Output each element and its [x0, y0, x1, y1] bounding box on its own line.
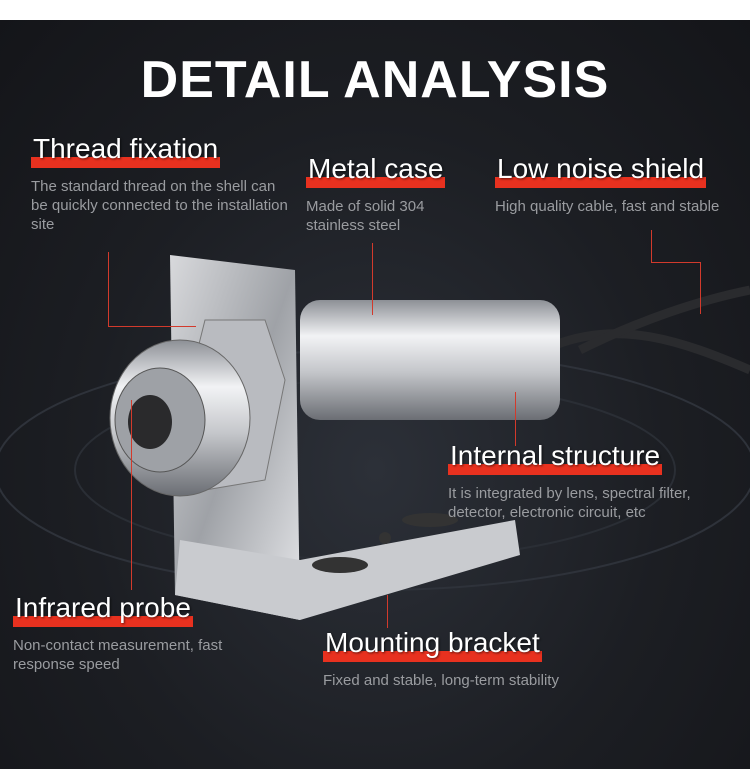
feature-mounting-bracket: Mounting bracket Fixed and stable, long-… [323, 627, 643, 690]
feature-title: Thread fixation [31, 133, 221, 168]
feature-title: Metal case [306, 153, 446, 188]
feature-desc: Fixed and stable, long-term stability [323, 672, 559, 689]
callout-line [108, 326, 196, 327]
feature-desc: High quality cable, fast and stable [495, 198, 720, 215]
callout-line [700, 262, 701, 314]
feature-low-noise-shield: Low noise shield High quality cable, fas… [495, 153, 720, 216]
callout-line [515, 392, 516, 446]
callout-line [651, 230, 652, 263]
metal-case [300, 300, 560, 420]
feature-thread-fixation: Thread fixation The standard thread on t… [31, 133, 296, 234]
feature-infrared-probe: Infrared probe Non-contact measurement, … [13, 592, 278, 674]
feature-title: Infrared probe [13, 592, 193, 627]
feature-title: Internal structure [448, 440, 663, 475]
callout-line [387, 595, 388, 628]
callout-line [372, 243, 373, 315]
feature-title: Low noise shield [495, 153, 707, 188]
page-title: DETAIL ANALYSIS [140, 51, 610, 109]
feature-metal-case: Metal case Made of solid 304 stainless s… [306, 153, 466, 235]
callout-line [131, 400, 132, 590]
infrared-sensor-illustration [0, 255, 750, 620]
feature-title: Mounting bracket [323, 627, 542, 662]
feature-desc: It is integrated by lens, spectral filte… [448, 485, 691, 521]
product-detail-panel: DETAIL ANALYSIS Thread fixation The stan… [0, 20, 750, 769]
feature-desc: The standard thread on the shell can be … [31, 178, 288, 233]
feature-internal-structure: Internal structure It is integrated by l… [448, 440, 748, 522]
callout-line [651, 262, 701, 263]
lens-icon [128, 395, 172, 449]
feature-desc: Made of solid 304 stainless steel [306, 198, 425, 234]
callout-line [108, 252, 109, 327]
feature-desc: Non-contact measurement, fast response s… [13, 637, 223, 673]
